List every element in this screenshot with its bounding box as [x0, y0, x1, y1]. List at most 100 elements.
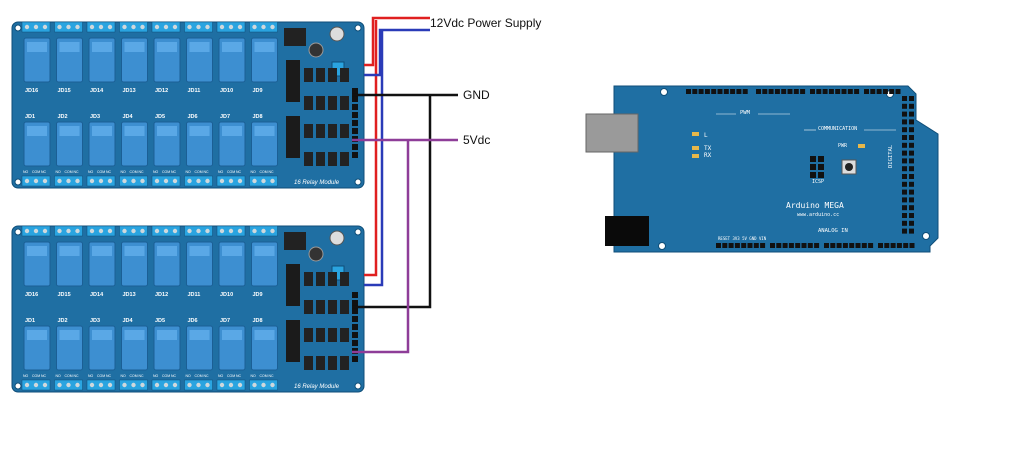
header-pin: [822, 89, 828, 94]
terminal-screw: [140, 24, 145, 30]
header-pin: [711, 89, 717, 94]
led: [692, 146, 699, 150]
header-pin: [909, 103, 914, 109]
terminal-screw: [33, 24, 39, 30]
terminal-screw: [98, 382, 104, 388]
terminal-label: COM: [227, 170, 235, 174]
header-pin: [884, 243, 890, 248]
header-pin: [810, 89, 815, 94]
terminal-label: NC: [204, 374, 210, 378]
terminal-screw: [228, 228, 234, 234]
header-pin: [861, 243, 867, 248]
terminal-label: NC: [74, 170, 80, 174]
pwm-label: PWM: [740, 110, 751, 116]
optocoupler: [340, 300, 349, 314]
reset-button-cap: [845, 163, 853, 171]
relay-id-label: JD6: [188, 114, 198, 120]
terminal-screw: [261, 178, 266, 184]
header-pin: [352, 88, 358, 94]
optocoupler: [340, 328, 349, 342]
terminal-screw: [66, 228, 71, 234]
terminal-screw: [163, 382, 169, 388]
header-pin: [903, 243, 909, 248]
terminal-label: COM: [32, 170, 40, 174]
header-pin: [902, 111, 907, 117]
analog-in-label: ANALOG IN: [818, 228, 848, 234]
terminal-label: COM: [260, 374, 268, 378]
header-pin: [836, 243, 842, 248]
terminal-screw: [172, 24, 178, 30]
header-pin: [722, 243, 728, 248]
terminal-label: NC: [74, 374, 80, 378]
terminal-label: NC: [171, 170, 177, 174]
terminal-label: NC: [236, 374, 242, 378]
power-pins-label: RESET 3V3 5V GND VIN: [718, 236, 767, 241]
relay-label-area: [254, 330, 275, 340]
header-pin: [878, 243, 883, 248]
terminal-screw: [163, 228, 169, 234]
terminal-screw: [42, 24, 48, 30]
optocoupler: [340, 356, 349, 370]
optocoupler: [328, 68, 337, 82]
header-pin: [902, 220, 907, 226]
capacitor: [329, 26, 345, 42]
terminal-label: COM: [65, 374, 73, 378]
icsp-pin: [818, 156, 824, 162]
terminal-screw: [270, 178, 275, 184]
header-pin: [841, 89, 847, 94]
header-pin: [352, 300, 358, 306]
terminal-label: NO: [121, 170, 127, 174]
relay-id-label: JD4: [123, 114, 134, 120]
terminal-label: NC: [106, 170, 112, 174]
terminal-screw: [57, 24, 62, 30]
header-pin: [352, 340, 358, 346]
icsp-pin: [810, 164, 816, 170]
capacitor: [329, 230, 345, 246]
terminal-label: NO: [251, 170, 257, 174]
terminal-screw: [228, 24, 234, 30]
terminal-screw: [237, 24, 243, 30]
terminal-screw: [24, 228, 30, 234]
optocoupler: [340, 272, 349, 286]
relay-label-area: [157, 42, 177, 52]
relay-label-area: [92, 42, 112, 52]
terminal-screw: [154, 382, 160, 388]
optocoupler: [304, 328, 313, 342]
terminal-label: NC: [41, 374, 47, 378]
terminal-screw: [228, 178, 234, 184]
module-title: 16 Relay Module: [294, 180, 340, 186]
relay-id-label: JD1: [25, 318, 35, 324]
optocoupler: [304, 300, 313, 314]
terminal-screw: [219, 178, 225, 184]
header-pin: [902, 166, 907, 172]
usb-port: [585, 113, 639, 153]
terminal-screw: [163, 24, 169, 30]
terminal-label: NC: [204, 170, 210, 174]
terminal-screw: [131, 382, 136, 388]
header-pin: [352, 128, 358, 134]
terminal-label: COM: [32, 374, 40, 378]
terminal-screw: [57, 382, 62, 388]
mounting-hole: [922, 232, 930, 240]
optocoupler: [328, 328, 337, 342]
mounting-hole: [354, 228, 362, 236]
terminal-screw: [57, 228, 62, 234]
header-pin: [909, 111, 914, 117]
header-pin: [723, 89, 729, 94]
terminal-screw: [66, 382, 71, 388]
header-pin: [909, 127, 914, 133]
terminal-label: NC: [139, 170, 145, 174]
header-pin: [909, 150, 914, 156]
terminal-screw: [42, 382, 48, 388]
terminal-label: COM: [162, 374, 170, 378]
header-pin: [774, 89, 780, 94]
terminal-screw: [205, 382, 210, 388]
header-pin: [902, 197, 907, 203]
terminal-screw: [219, 382, 225, 388]
relay-label-area: [124, 330, 145, 340]
relay-id-label: JD8: [253, 318, 263, 324]
header-pin: [352, 104, 358, 110]
relay-id-label: JD5: [155, 114, 165, 120]
terminal-screw: [261, 24, 266, 30]
terminal-screw: [131, 228, 136, 234]
